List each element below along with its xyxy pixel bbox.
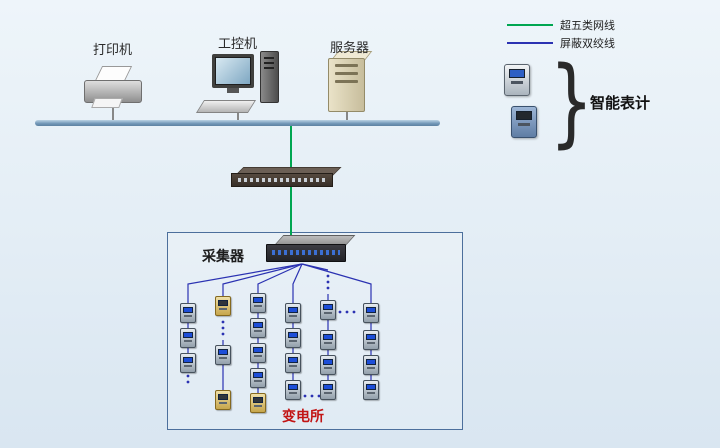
energy-meter-icon (180, 353, 196, 373)
switch-front-ports (231, 173, 333, 187)
energy-meter-icon (250, 368, 266, 388)
energy-meter-icon (320, 355, 336, 375)
energy-meter-icon (285, 328, 301, 348)
energy-meter-icon (363, 303, 379, 323)
energy-meter-icon (180, 328, 196, 348)
printer-icon (84, 66, 142, 110)
substation-label: 变电所 (282, 409, 324, 425)
industrial-pc-label: 工控机 (218, 37, 258, 52)
industrial-pc-icon (195, 51, 280, 116)
collector-front-ports (266, 244, 346, 262)
cat5-line-label: 超五类网线 (560, 19, 615, 32)
energy-meter-icon (250, 393, 266, 413)
energy-meter-icon (363, 355, 379, 375)
server-label: 服务器 (330, 41, 370, 56)
legend-item-stp: 屏蔽双绞线 (507, 35, 615, 51)
stp-line-swatch (507, 42, 553, 44)
energy-meter-icon (215, 345, 231, 365)
server-icon (328, 51, 373, 112)
cat5-line-swatch (507, 24, 553, 26)
collector-label: 采集器 (202, 249, 244, 265)
legend-item-cat5: 超五类网线 (507, 17, 615, 33)
energy-meter-icon (215, 296, 231, 316)
monitor-stand (227, 88, 239, 93)
energy-meter-icon (363, 330, 379, 350)
collector-icon (266, 235, 356, 265)
server-body (328, 58, 365, 112)
energy-meter-icon (320, 300, 336, 320)
energy-meter-icon (285, 353, 301, 373)
smart-meter-icon (511, 106, 537, 138)
brace-glyph: } (549, 46, 594, 158)
printer-label: 打印机 (93, 43, 133, 58)
smart-meter-icon (504, 64, 530, 96)
energy-meter-icon (363, 380, 379, 400)
printer-output-tray (91, 98, 123, 108)
energy-meter-icon (250, 293, 266, 313)
backbone-bus-line (35, 120, 440, 126)
pc-tower-icon (260, 51, 279, 103)
smart-meter-group-label: 智能表计 (590, 94, 651, 112)
energy-meter-icon (285, 380, 301, 400)
energy-meter-icon (180, 303, 196, 323)
energy-meter-icon (320, 380, 336, 400)
ethernet-switch-icon (231, 167, 342, 187)
energy-meter-icon (215, 390, 231, 410)
energy-meter-icon (320, 330, 336, 350)
energy-meter-icon (250, 343, 266, 363)
monitor-icon (212, 54, 254, 88)
energy-meter-icon (250, 318, 266, 338)
energy-meter-icon (285, 303, 301, 323)
stp-line-label: 屏蔽双绞线 (560, 37, 615, 50)
keyboard-icon (195, 100, 257, 113)
